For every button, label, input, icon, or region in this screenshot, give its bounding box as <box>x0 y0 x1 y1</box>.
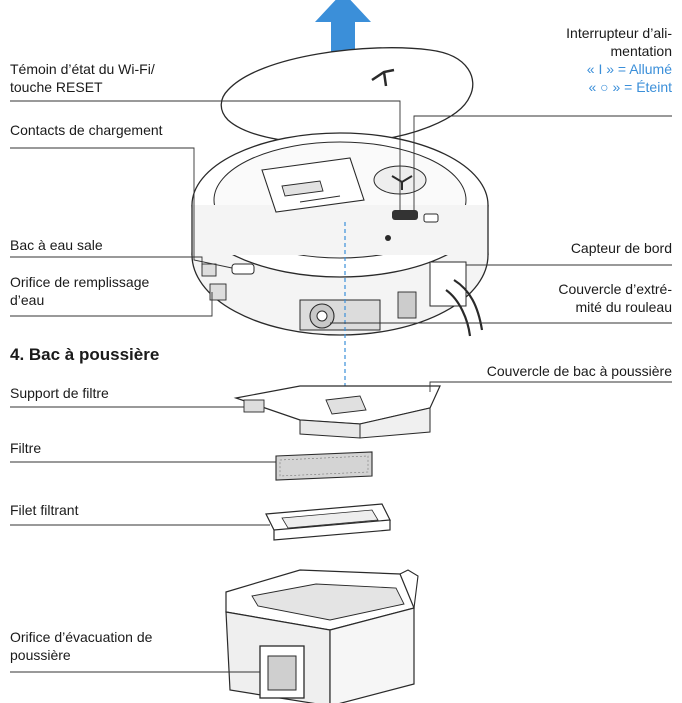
label-filter-support: Support de filtre <box>10 385 109 401</box>
filter-net-drawing <box>265 503 391 541</box>
label-fill-line1: Orifice de remplissage <box>10 274 150 290</box>
label-power-on: « I » = Allumé <box>586 61 672 77</box>
label-dust-bin-cover: Couvercle de bac à poussière <box>486 363 672 379</box>
label-roller-line2: mité du rouleau <box>575 299 672 315</box>
label-roller-line1: Couvercle d’extré- <box>558 281 672 297</box>
label-fill-line2: d’eau <box>10 292 45 308</box>
dust-bin-cover-drawing <box>233 385 441 439</box>
label-evac-line1: Orifice d’évacuation de <box>10 629 153 645</box>
label-roller-end-cover: Couvercle d’extré- mité du rouleau <box>558 280 672 316</box>
label-charging-contacts: Contacts de chargement <box>10 122 163 138</box>
filter-drawing <box>275 451 373 481</box>
label-power-line2: mentation <box>610 43 672 59</box>
label-power-line1: Interrupteur d’ali- <box>566 25 672 41</box>
label-wifi-status: Témoin d’état du Wi-Fi/ touche RESET <box>10 60 155 96</box>
leader-lines <box>10 100 672 673</box>
label-wifi-line1: Témoin d’état du Wi-Fi/ <box>10 61 155 77</box>
label-dust-evacuation-port: Orifice d’évacuation de poussière <box>10 628 152 664</box>
label-evac-line2: poussière <box>10 647 71 663</box>
label-power-switch: Interrupteur d’ali- mentation « I » = Al… <box>566 24 672 96</box>
label-power-off: « ○ » = Éteint <box>588 79 672 95</box>
label-wifi-line2: touche RESET <box>10 79 103 95</box>
top-cover <box>220 47 474 145</box>
dust-bin-drawing <box>225 569 419 703</box>
label-edge-sensor: Capteur de bord <box>570 240 672 256</box>
label-filter: Filtre <box>10 440 42 456</box>
lift-arrow-icon <box>315 0 371 58</box>
section-title: 4. Bac à poussière <box>10 345 160 364</box>
robot-body <box>191 132 489 337</box>
label-water-fill-port: Orifice de remplissage d’eau <box>10 273 149 309</box>
label-dirty-water-tank: Bac à eau sale <box>10 237 103 253</box>
label-filter-net: Filet filtrant <box>10 502 79 518</box>
